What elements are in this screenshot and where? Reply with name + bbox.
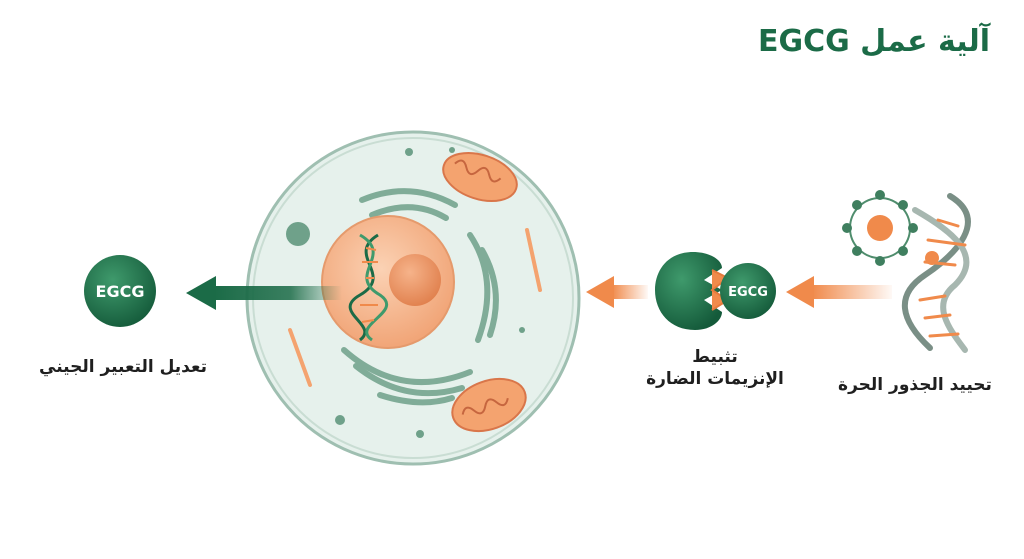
mitochondrion-top (442, 152, 518, 202)
label-enzyme-line2: الإنزيمات الضارة (646, 369, 784, 389)
enzyme-arrow (586, 276, 648, 308)
cell (245, 130, 581, 466)
nucleus-dna-icon (348, 233, 389, 342)
endoplasmic-reticulum (341, 188, 499, 406)
mitochondrion-bottom (451, 377, 527, 433)
egcg-molecule-gene: EGCG (84, 255, 156, 327)
gene-expression-arrow (186, 276, 342, 310)
label-gene-expression: تعديل التعبير الجيني (39, 357, 207, 377)
egcg-enzyme-badge-text: EGCG (728, 285, 768, 300)
vesicles (286, 147, 525, 438)
enzyme-inhibition-icon: EGCG (655, 252, 776, 330)
dna-helix-icon (901, 193, 971, 353)
label-free-radicals: تحييد الجذور الحرة (838, 375, 992, 395)
free-radical-arrow (786, 276, 892, 308)
organelle-rods (288, 228, 542, 387)
egcg-gene-badge-text: EGCG (96, 282, 145, 301)
label-enzyme-line1: تثبيط (692, 347, 738, 367)
nucleus (321, 215, 455, 349)
diagram-title: آلية عمل EGCG (757, 24, 990, 59)
label-enzyme-inhibition: تثبيط الإنزيمات الضارة (620, 346, 810, 390)
free-radical-atom-icon (842, 190, 918, 266)
